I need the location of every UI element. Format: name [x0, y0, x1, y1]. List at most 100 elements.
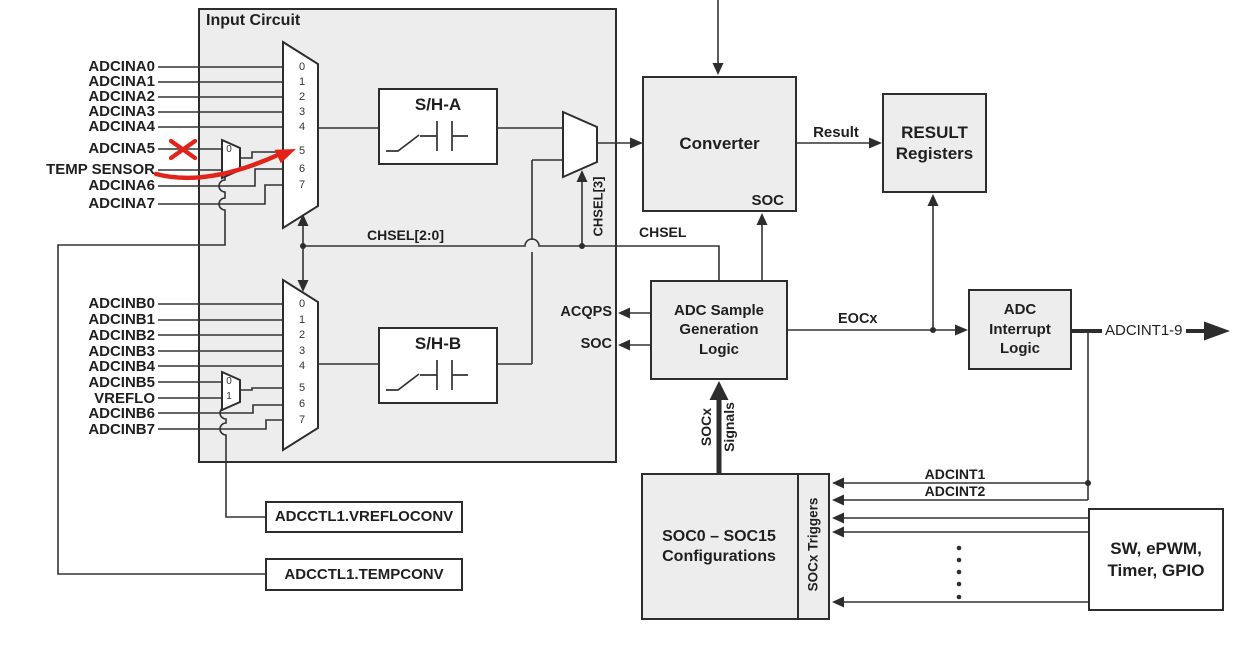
arrow-eocx: [955, 324, 968, 336]
vrefloconv-label: ADCCTL1.VREFLOCONV: [274, 508, 454, 526]
vrefloconv-register-box: [265, 501, 463, 533]
red-arrow-curve: [153, 151, 283, 181]
arrow-chsel3: [576, 170, 588, 182]
input-label-adcinb4: ADCINB4: [88, 358, 155, 375]
socx-triggers-label: SOCx Triggers: [805, 497, 821, 592]
interrupt-line1: ADC: [1003, 301, 1037, 319]
adcina7-wire: [158, 184, 283, 205]
mux-a-ch1: 1: [298, 76, 306, 88]
arrow-socx-signals: [709, 381, 729, 400]
adcint2-label: ADCINT2: [924, 483, 986, 499]
mux-a-ch0: 0: [298, 61, 306, 73]
vrefloconv-label-wrap: ADCCTL1.VREFLOCONV: [265, 501, 463, 533]
arrow-mux-b-select: [297, 280, 309, 292]
acqps-label: ACQPS: [560, 304, 612, 320]
adcinb0-4-wires: [158, 303, 283, 367]
trigger-sources-label-wrap: SW, ePWM, Timer, GPIO: [1088, 508, 1224, 611]
adcina0-4-wires: [158, 66, 283, 128]
input-label-adcina5: ADCINA5: [88, 140, 155, 157]
mux-a-ch3: 3: [298, 106, 306, 118]
small-mux-b-in0: 0: [226, 376, 232, 387]
small-mux-b-output-wire: [240, 387, 283, 391]
interrupt-label-wrap: ADC Interrupt Logic: [968, 289, 1072, 370]
arrow-trigger5: [832, 596, 844, 608]
mux-b-ch3: 3: [298, 345, 306, 357]
sample-hold-a-block: [378, 88, 498, 165]
adcinb7-wire: [158, 419, 283, 430]
soc-label: SOC: [580, 336, 612, 352]
socx-triggers-divider: [797, 474, 799, 619]
samplegen-line1: ADC Sample: [673, 301, 765, 319]
input-label-temp-sensor: TEMP SENSOR: [46, 161, 155, 178]
result-label-line1: RESULT: [901, 122, 968, 142]
arrow-soc: [618, 339, 630, 351]
arrow-soc-converter: [756, 213, 768, 225]
samplegen-line3: Logic: [699, 340, 739, 358]
socx-signals-label-1: SOCx: [698, 407, 714, 447]
mux-a-ch7: 7: [298, 179, 306, 191]
result-registers-label-wrap: RESULT Registers: [882, 93, 987, 193]
sha-title: S/H-A: [414, 95, 462, 114]
arrow-trigger4: [832, 526, 844, 538]
arrow-mux-a-select: [297, 214, 309, 226]
input-label-adcina0: ADCINA0: [88, 58, 155, 75]
switch-capacitor-icon-a: [386, 121, 468, 152]
sample-hold-b-block: [378, 327, 498, 404]
input-label-adcina2: ADCINA2: [88, 88, 155, 105]
samplegen-label-wrap: ADC Sample Generation Logic: [650, 280, 788, 380]
shb-title: S/H-B: [414, 334, 462, 353]
input-label-adcinb1: ADCINB1: [88, 311, 155, 328]
triggers-ellipsis-dots: [956, 545, 962, 600]
trigger-wires: [843, 517, 1088, 603]
trigger-sources-line2: Timer, GPIO: [1107, 560, 1205, 580]
adc-interrupt-logic-block: [968, 289, 1072, 370]
red-annotations: [153, 138, 296, 181]
vrefloconv-select-wire: [219, 406, 265, 518]
mux-b-ch5: 5: [298, 382, 306, 394]
small-mux-b-in1: 1: [226, 391, 232, 402]
mux-a-ch5: 5: [298, 145, 306, 157]
mux-b-ch6: 6: [298, 398, 306, 410]
mux-b-ch7: 7: [298, 414, 306, 426]
mux-a-ch6: 6: [298, 163, 306, 175]
mux-b-ch2: 2: [298, 329, 306, 341]
switch-capacitor-icon-b: [386, 360, 468, 391]
input-label-adcinb5: ADCINB5: [88, 374, 155, 391]
socconfig-line2: Configurations: [662, 547, 776, 565]
adcina6-wire: [158, 168, 283, 187]
arrow-into-converter: [630, 137, 643, 149]
input-label-adcina4: ADCINA4: [88, 118, 155, 135]
small-mux-b: [221, 370, 241, 412]
mux-a-ch4: 4: [298, 121, 306, 133]
junction-dots: [300, 243, 1091, 486]
arrow-result: [869, 137, 882, 149]
arrow-into-result: [927, 194, 939, 206]
chsel20-wire: [303, 238, 720, 280]
result-label-line2: Registers: [895, 144, 974, 163]
input-circuit-title: Input Circuit: [206, 12, 301, 29]
input-label-adcina6: ADCINA6: [88, 177, 155, 194]
input-label-adcinb2: ADCINB2: [88, 327, 155, 344]
trigger-sources-line1: SW, ePWM,: [1110, 539, 1202, 559]
mux-b-ch0: 0: [298, 298, 306, 310]
mux-b-ch4: 4: [298, 360, 306, 372]
converter-block: [642, 76, 797, 212]
arrow-adcint1-9: [1204, 321, 1230, 341]
arrowheads: [297, 63, 1230, 608]
tempconv-label: ADCCTL1.TEMPCONV: [284, 565, 444, 583]
mux-a: [282, 40, 319, 230]
chsel-label: CHSEL: [639, 224, 687, 240]
result-registers-block: [882, 93, 987, 193]
small-mux-a-in0: 0: [226, 144, 232, 155]
input-label-adcinb3: ADCINB3: [88, 343, 155, 360]
input-label-adcinb6: ADCINB6: [88, 405, 155, 422]
arrow-converter-top: [712, 63, 724, 75]
signal-wires: [57, 0, 1089, 603]
converter-label-wrap: Converter: [642, 76, 797, 212]
adcint1-label: ADCINT1: [924, 466, 986, 482]
converter-soc-label: SOC: [751, 192, 784, 209]
adcint1-9-label: ADCINT1-9: [1102, 322, 1186, 339]
mux-a-ch2: 2: [298, 91, 306, 103]
